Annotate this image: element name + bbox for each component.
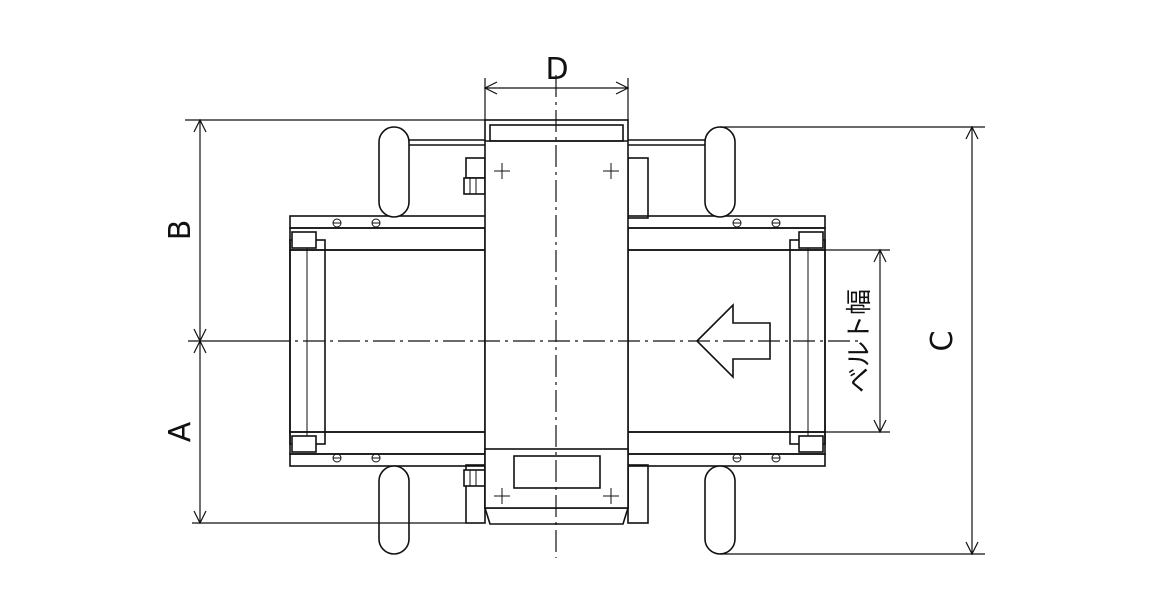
right-top-side-frame: [627, 227, 826, 251]
left-top-side-frame: [289, 227, 486, 251]
connector-bottom: [463, 469, 486, 487]
left-bottom-side-frame: [289, 431, 486, 455]
dimension-d: D: [483, 52, 630, 120]
screws: [332, 218, 781, 463]
belt-width-label: ベルト幅: [845, 289, 875, 393]
dimension-a-label: A: [163, 421, 198, 442]
dimension-d-label: D: [545, 52, 568, 87]
dimension-b-label: B: [163, 220, 198, 241]
display-panel: [513, 455, 601, 489]
leg-bottom-left: [378, 465, 410, 555]
dimension-c-label: C: [925, 331, 960, 352]
leg-top-right: [704, 126, 736, 218]
right-bottom-side-frame: [627, 431, 826, 455]
dimension-c: C: [720, 125, 985, 556]
connector-top: [463, 177, 486, 195]
dimension-b-a: B A: [163, 118, 485, 525]
crosshair-marks: [494, 163, 619, 504]
leg-bottom-right: [704, 465, 736, 555]
dimension-belt-width: ベルト幅: [825, 248, 890, 434]
leg-top-left: [378, 126, 410, 218]
